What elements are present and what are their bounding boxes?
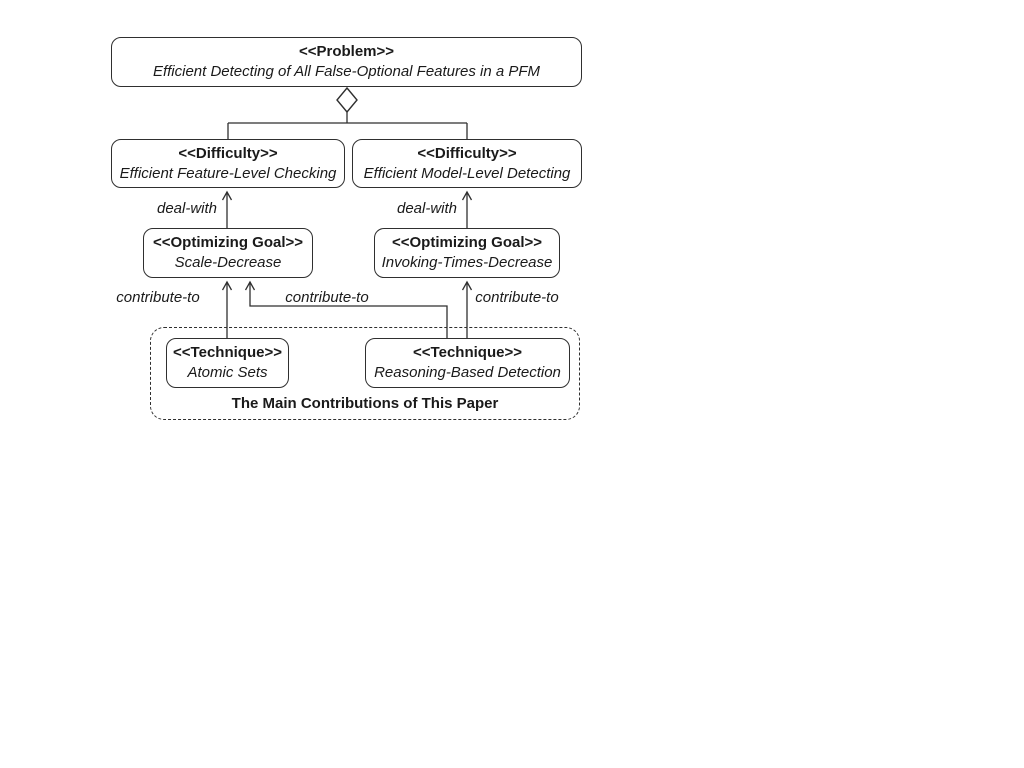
difficulty-node-model-level: <<Difficulty>> Efficient Model-Level Det… xyxy=(352,139,582,188)
edge-label-contribute-to-right: contribute-to xyxy=(475,289,559,306)
difficulty-left-name: Efficient Feature-Level Checking xyxy=(119,164,337,182)
difficulty-node-feature-level: <<Difficulty>> Efficient Feature-Level C… xyxy=(111,139,345,188)
edge-label-contribute-to-middle: contribute-to xyxy=(285,289,369,306)
edge-label-deal-with-right: deal-with xyxy=(396,200,458,217)
technique-node-atomic-sets: <<Technique>> Atomic Sets xyxy=(166,338,289,388)
technique-left-stereotype: <<Technique>> xyxy=(173,344,282,361)
goal-right-name: Invoking-Times-Decrease xyxy=(381,254,553,271)
edge-label-contribute-to-left: contribute-to xyxy=(116,289,200,306)
problem-name: Efficient Detecting of All False-Optiona… xyxy=(152,63,541,80)
goal-left-stereotype: <<Optimizing Goal>> xyxy=(152,234,304,251)
problem-stereotype: <<Problem>> xyxy=(298,43,395,60)
goal-left-name: Scale-Decrease xyxy=(174,254,282,271)
edge-label-deal-with-left: deal-with xyxy=(156,200,218,217)
goal-node-invoking-times-decrease: <<Optimizing Goal>> Invoking-Times-Decre… xyxy=(374,228,560,278)
technique-right-name: Reasoning-Based Detection xyxy=(374,364,561,381)
contributions-container: The Main Contributions of This Paper xyxy=(150,327,580,420)
goal-node-scale-decrease: <<Optimizing Goal>> Scale-Decrease xyxy=(143,228,313,278)
technique-node-reasoning-based: <<Technique>> Reasoning-Based Detection xyxy=(365,338,570,388)
goal-right-stereotype: <<Optimizing Goal>> xyxy=(391,234,543,251)
difficulty-right-name: Efficient Model-Level Detecting xyxy=(363,164,571,182)
contributions-caption: The Main Contributions of This Paper xyxy=(231,395,499,412)
technique-right-stereotype: <<Technique>> xyxy=(413,344,522,361)
problem-node: <<Problem>> Efficient Detecting of All F… xyxy=(111,37,582,87)
difficulty-right-stereotype: <<Difficulty>> xyxy=(417,144,517,162)
aggregation-diamond-icon xyxy=(336,86,358,114)
contribute-arrow-reasoning-to-scale xyxy=(250,282,448,338)
difficulty-left-stereotype: <<Difficulty>> xyxy=(178,144,278,162)
technique-left-name: Atomic Sets xyxy=(187,364,268,381)
